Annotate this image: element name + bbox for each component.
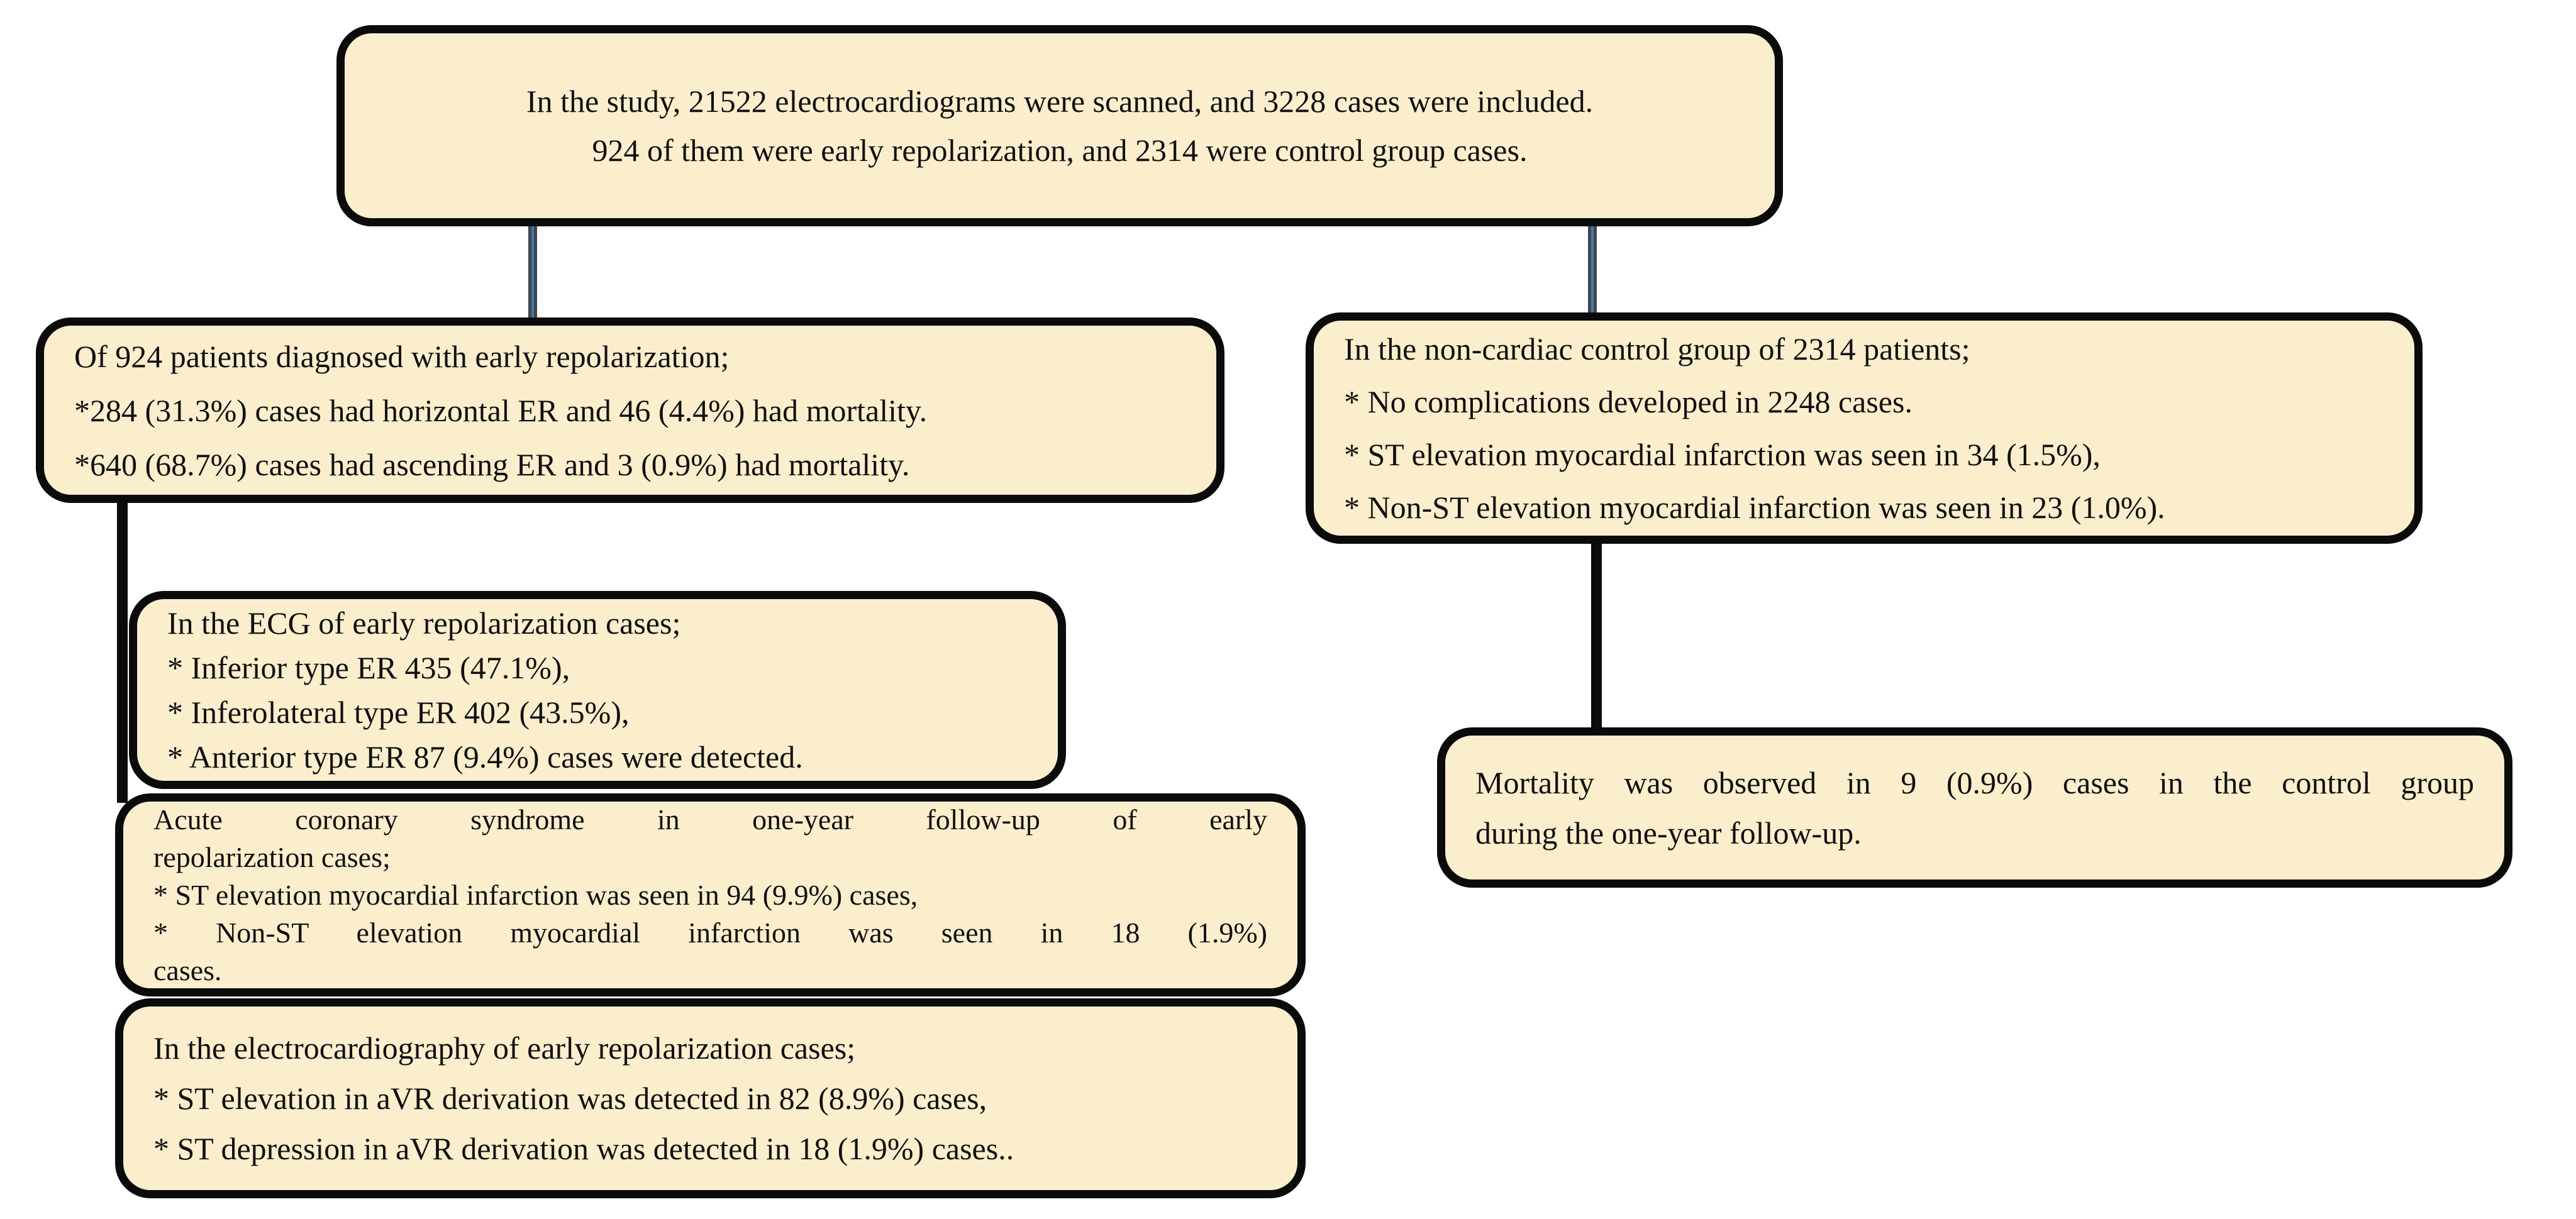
study-summary-text: In the study, 21522 electrocardiograms w… [375, 77, 1745, 175]
connector-er-patients-to-followup [117, 497, 128, 803]
text-line: 924 of them were early repolarization, a… [592, 133, 1528, 168]
text-line: In the electrocardiography of early repo… [153, 1030, 856, 1066]
ecg-types-box: In the ECG of early repolarization cases… [129, 591, 1066, 789]
text-line: * No complications developed in 2248 cas… [1344, 384, 1913, 419]
text-line: * Non-ST elevation myocardial infarction… [153, 916, 1267, 949]
text-line: during the one-year follow-up. [1475, 815, 1862, 851]
text-line: * Non-ST elevation myocardial infarction… [1344, 490, 2165, 525]
study-summary-box: In the study, 21522 electrocardiograms w… [336, 25, 1783, 226]
avr-findings-box: In the electrocardiography of early repo… [115, 998, 1306, 1198]
control-mortality-box: Mortality was observed in 9 (0.9%) cases… [1437, 727, 2512, 888]
text-line: Of 924 patients diagnosed with early rep… [74, 338, 730, 374]
connector-control-group-to-mortality [1591, 538, 1602, 736]
text-line: * Anterior type ER 87 (9.4%) cases were … [167, 739, 803, 775]
text-line: * ST depression in aVR derivation was de… [153, 1131, 1014, 1166]
text-line: In the ECG of early repolarization cases… [167, 605, 681, 641]
text-line: Acute coronary syndrome in one-year foll… [153, 803, 1267, 836]
text-line: In the study, 21522 electrocardiograms w… [526, 84, 1594, 119]
avr-findings-text: In the electrocardiography of early repo… [153, 1023, 1267, 1174]
text-line: * ST elevation in aVR derivation was det… [153, 1081, 987, 1116]
text-line: * Inferior type ER 435 (47.1%), [167, 649, 570, 685]
control-group-box: In the non-cardiac control group of 2314… [1306, 312, 2423, 544]
text-line: repolarization cases; [153, 841, 391, 873]
text-line: * Inferolateral type ER 402 (43.5%), [167, 694, 630, 730]
connector-study-to-control-group [1588, 220, 1597, 322]
er-patients-box: Of 924 patients diagnosed with early rep… [36, 317, 1224, 503]
text-line: cases. [153, 954, 222, 986]
text-line: * ST elevation myocardial infarction was… [1344, 437, 2101, 472]
text-line: * ST elevation myocardial infarction was… [153, 878, 918, 911]
ecg-types-text: In the ECG of early repolarization cases… [167, 601, 1028, 780]
text-line: *284 (31.3%) cases had horizontal ER and… [74, 392, 928, 428]
control-mortality-text: Mortality was observed in 9 (0.9%) cases… [1475, 758, 2474, 858]
text-line: In the non-cardiac control group of 2314… [1344, 331, 1970, 367]
text-line: *640 (68.7%) cases had ascending ER and … [74, 446, 910, 482]
connector-study-to-er-patients [528, 220, 537, 327]
acs-followup-box: Acute coronary syndrome in one-year foll… [115, 793, 1306, 996]
er-patients-text: Of 924 patients diagnosed with early rep… [74, 329, 1186, 492]
acs-followup-text: Acute coronary syndrome in one-year foll… [153, 801, 1267, 990]
control-group-text: In the non-cardiac control group of 2314… [1344, 323, 2384, 534]
text-line: Mortality was observed in 9 (0.9%) cases… [1475, 764, 2474, 800]
